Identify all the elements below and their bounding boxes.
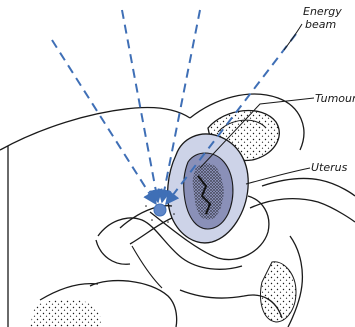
lower-fold	[40, 284, 98, 300]
body-outline	[0, 107, 190, 150]
uterus-label: Uterus	[311, 162, 347, 174]
energy-beam-2	[122, 10, 158, 202]
cervix	[130, 218, 172, 244]
bowel-loop-3	[96, 240, 130, 264]
pubic-bone	[90, 281, 177, 327]
energy-beam-label-line2: beam	[305, 19, 336, 31]
leader-energy-beam	[284, 24, 302, 50]
tumour-label: Tumour	[315, 93, 355, 105]
sacrum-stipple	[261, 262, 296, 322]
rectum	[262, 178, 355, 196]
lower-tissue-stipple	[30, 299, 101, 327]
energy-beam-label-line1: Energy	[303, 6, 342, 18]
beam-focus	[154, 204, 166, 216]
